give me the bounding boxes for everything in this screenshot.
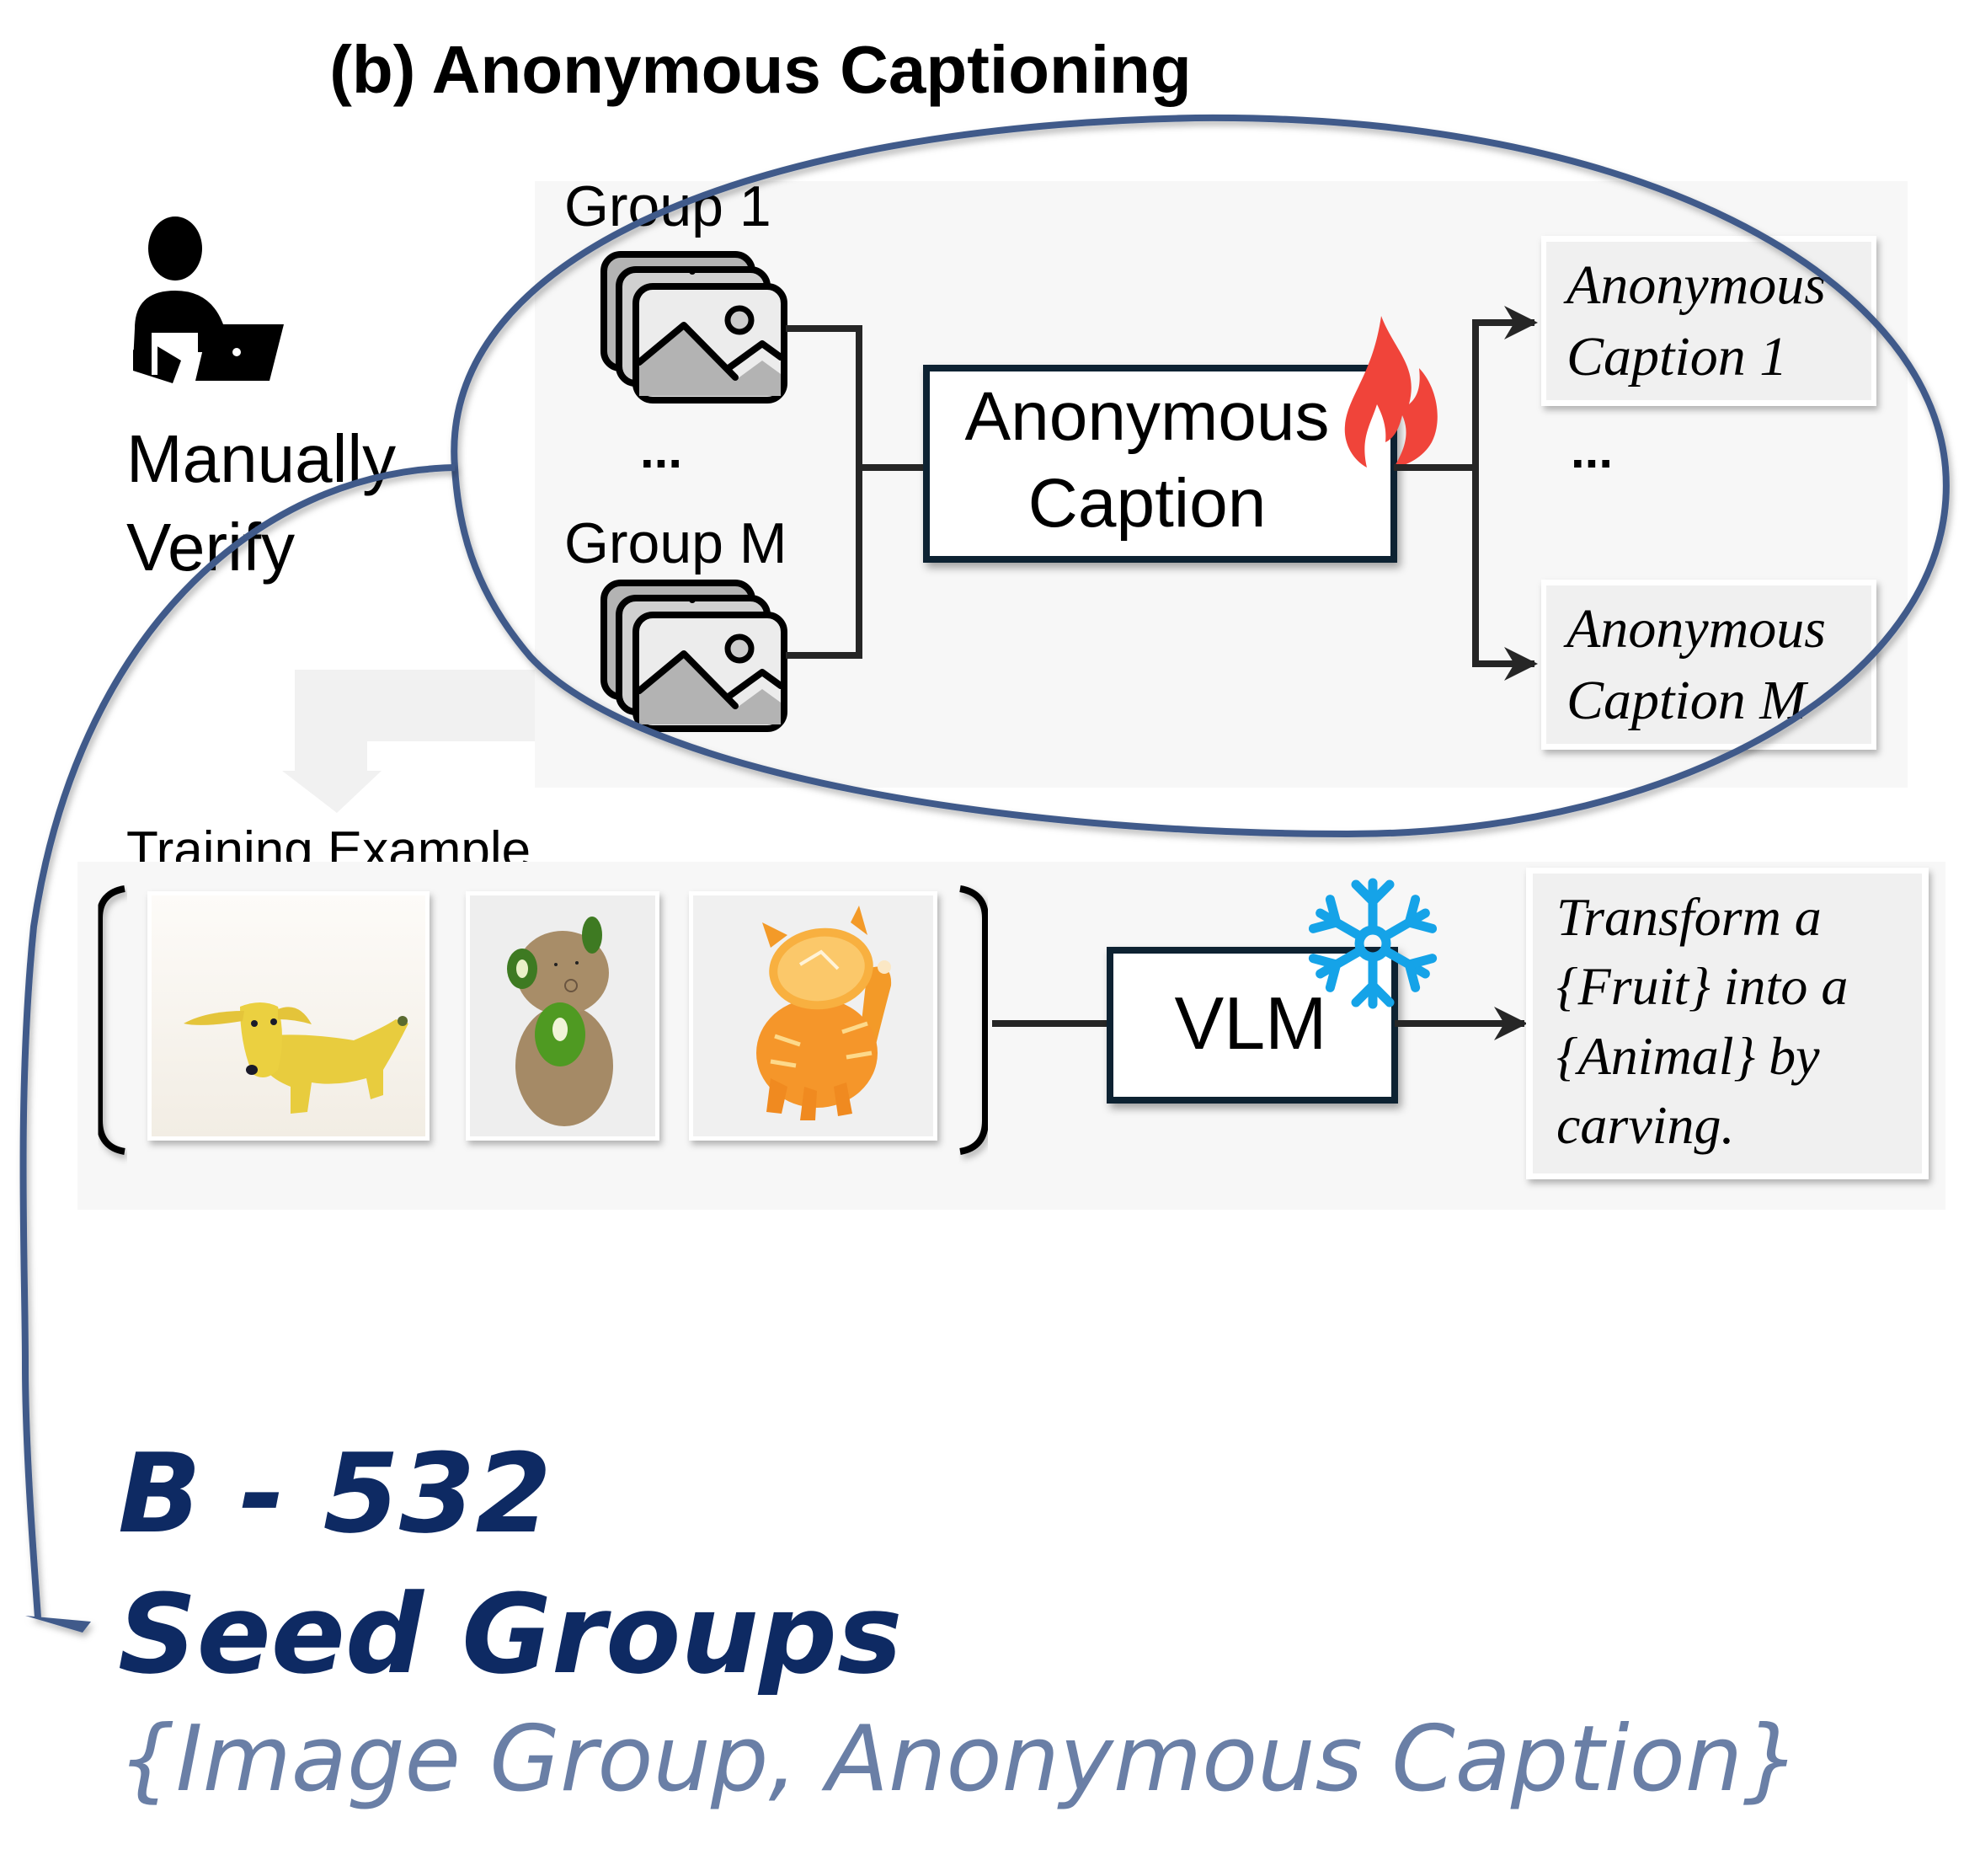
model-box-line2: Caption: [1028, 465, 1267, 542]
left-bracket: [96, 885, 125, 1155]
vlm-output-line1: Transform a: [1556, 887, 1822, 947]
highlight-ellipse: [451, 114, 1950, 838]
output-caption-m-line1: Anonymous: [1563, 598, 1826, 660]
group-connector: [786, 325, 926, 659]
output-caption-m: [1541, 580, 1876, 750]
vlm-output-line4: carving.: [1556, 1095, 1735, 1155]
figure-title: (b) Anonymous Captioning: [329, 32, 1192, 107]
vlm-output-line3: {Animal} by: [1556, 1026, 1820, 1086]
verify-arrow: [19, 464, 456, 1633]
anonymous-caption-model-box[interactable]: [923, 365, 1397, 563]
person-with-laptop-icon: [133, 216, 284, 383]
result-seed-groups: Seed Groups: [118, 1570, 902, 1698]
vlm-label: VLM: [1175, 981, 1327, 1065]
banana-dog-image: [147, 891, 430, 1141]
right-bracket: [959, 885, 989, 1155]
flame-icon: [1344, 316, 1438, 468]
output-caption-1-line2: Caption 1: [1566, 326, 1787, 387]
result-seed-count: B - 532: [118, 1430, 552, 1558]
flow-arrow: [282, 670, 535, 813]
orange-cat-image: [689, 891, 937, 1141]
output-caption-1-line1: Anonymous: [1563, 254, 1826, 316]
image-stack-icon: [600, 251, 787, 404]
model-box-line1: Anonymous: [964, 378, 1329, 455]
snowflake-icon: [1308, 878, 1438, 1009]
outputs-ellipsis: ...: [1571, 422, 1613, 478]
vlm-output-caption: [1526, 868, 1929, 1179]
output-connector: [1394, 306, 1538, 681]
vlm-output-line2: {Fruit} into a: [1556, 956, 1848, 1016]
group-ellipsis: ...: [640, 422, 682, 478]
result-seed-format: {Image Group, Anonymous Caption}: [118, 1707, 1801, 1812]
group-m-label: Group M: [564, 511, 787, 575]
kiwi-koala-image: [466, 891, 659, 1141]
output-caption-m-line2: Caption M: [1566, 670, 1809, 731]
image-stack-icon: [600, 580, 787, 732]
